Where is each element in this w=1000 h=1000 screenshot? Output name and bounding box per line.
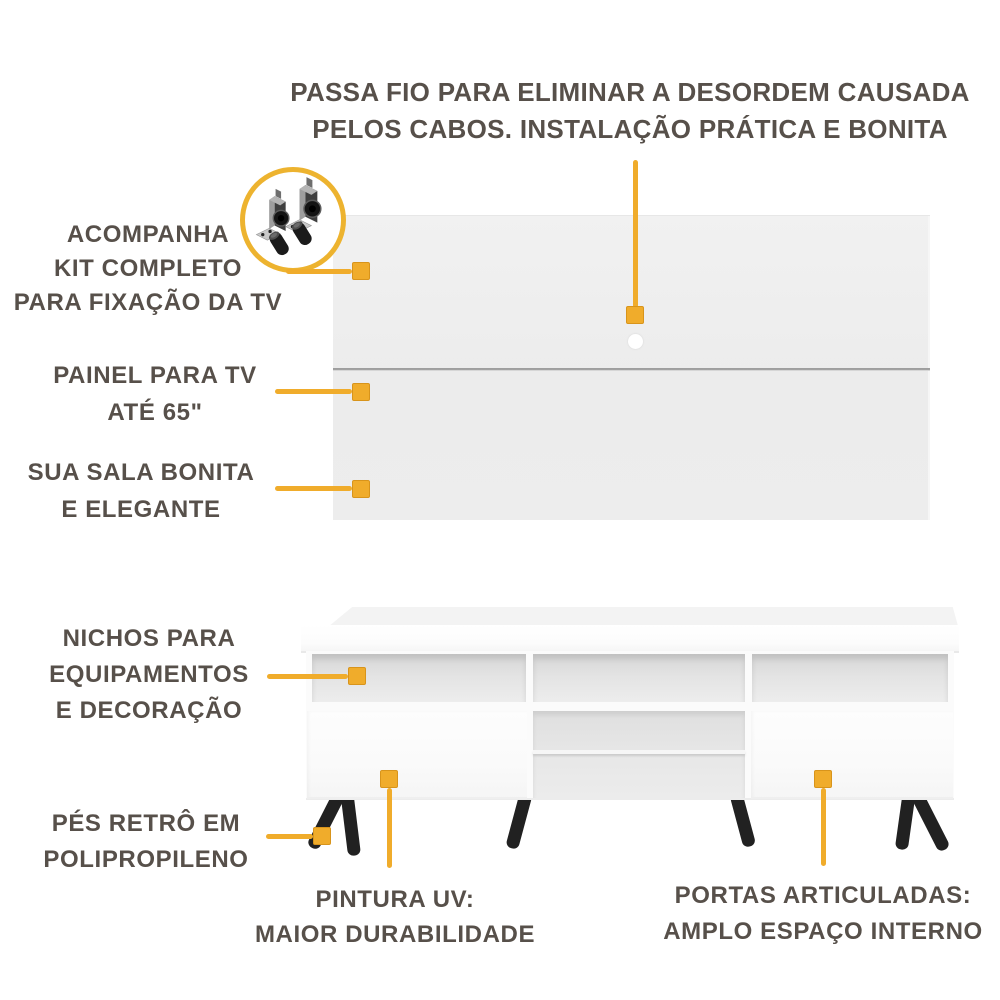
marker-pintura-square [380,770,398,788]
marker-pes-square [313,827,331,845]
rack-leg-center-right [730,794,757,849]
heading-text: PASSA FIO PARA ELIMINAR A DESORDEM CAUSA… [130,74,1000,148]
rack-door-left [307,711,527,799]
callout-line: NICHOS PARA [62,625,236,652]
heading-line: PASSA FIO PARA ELIMINAR A DESORDEM CAUSA… [290,77,970,107]
rack-leg-left-back [340,793,362,857]
tv-mount-brackets-icon [255,177,322,256]
rack-top-surface [329,607,958,626]
callout-line: SUA SALA BONITA [27,459,255,486]
marker-passa-fio-square [626,306,644,324]
connector-sala-line [275,486,352,491]
callout-portas-label: PORTAS ARTICULADAS: AMPLO ESPAÇO INTERNO [640,878,1000,950]
callout-pes-label: PÉS RETRÔ EM POLIPROPILENO [0,806,292,878]
callout-line: EQUIPAMENTOS [49,661,249,688]
rack-door-right [751,711,953,799]
rack-open-shelf [533,711,745,798]
rack-leg-right-front [910,791,951,853]
callout-line: PÉS RETRÔ EM [51,810,241,837]
callout-line: AMPLO ESPAÇO INTERNO [663,918,983,945]
callout-pintura-label: PINTURA UV: MAIOR DURABILIDADE [215,882,575,952]
cable-pass-through-hole-icon [628,334,643,349]
rack-niche-left [312,654,526,702]
connector-nichos-line [267,674,348,679]
callout-kit-label: ACOMPANHA KIT COMPLETO PARA FIXAÇÃO DA T… [2,218,294,320]
kit-circle-badge [240,167,346,273]
marker-sala-square [352,480,370,498]
rack-leg-center-left [505,794,532,850]
marker-portas-square [814,770,832,788]
callout-nichos-label: NICHOS PARA EQUIPAMENTOS E DECORAÇÃO [0,621,298,729]
callout-line: PORTAS ARTICULADAS: [674,882,972,909]
connector-passa-fio-line [633,160,638,308]
callout-line: MAIOR DURABILIDADE [254,921,536,948]
rack-top-front [301,625,959,653]
connector-painel-line [275,389,352,394]
callout-line: ACOMPANHA [66,221,230,248]
rack-niche-center [533,654,745,702]
connector-pes-line [266,834,313,839]
marker-painel-square [352,383,370,401]
callout-line: E ELEGANTE [61,496,221,523]
callout-line: PAINEL PARA TV [53,362,257,389]
connector-portas-line [821,788,826,866]
connector-kit-line [286,269,352,274]
heading-line: PELOS CABOS. INSTALAÇÃO PRÁTICA E BONITA [312,114,948,144]
callout-line: PARA FIXAÇÃO DA TV [13,289,283,316]
callout-line: E DECORAÇÃO [55,697,243,724]
tv-panel-image [333,215,930,520]
callout-line: PINTURA UV: [315,886,475,913]
marker-kit-square [352,262,370,280]
connector-pintura-line [387,788,392,868]
callout-line: POLIPROPILENO [43,846,249,873]
callout-painel-label: PAINEL PARA TV ATÉ 65" [5,357,305,431]
panel-seam-line [333,368,930,371]
marker-nichos-square [348,667,366,685]
callout-sala-label: SUA SALA BONITA E ELEGANTE [0,454,282,528]
rack-shelf-line [533,750,745,755]
rack-niche-right [752,654,948,702]
callout-line: ATÉ 65" [107,399,203,426]
callout-line: KIT COMPLETO [53,255,243,282]
